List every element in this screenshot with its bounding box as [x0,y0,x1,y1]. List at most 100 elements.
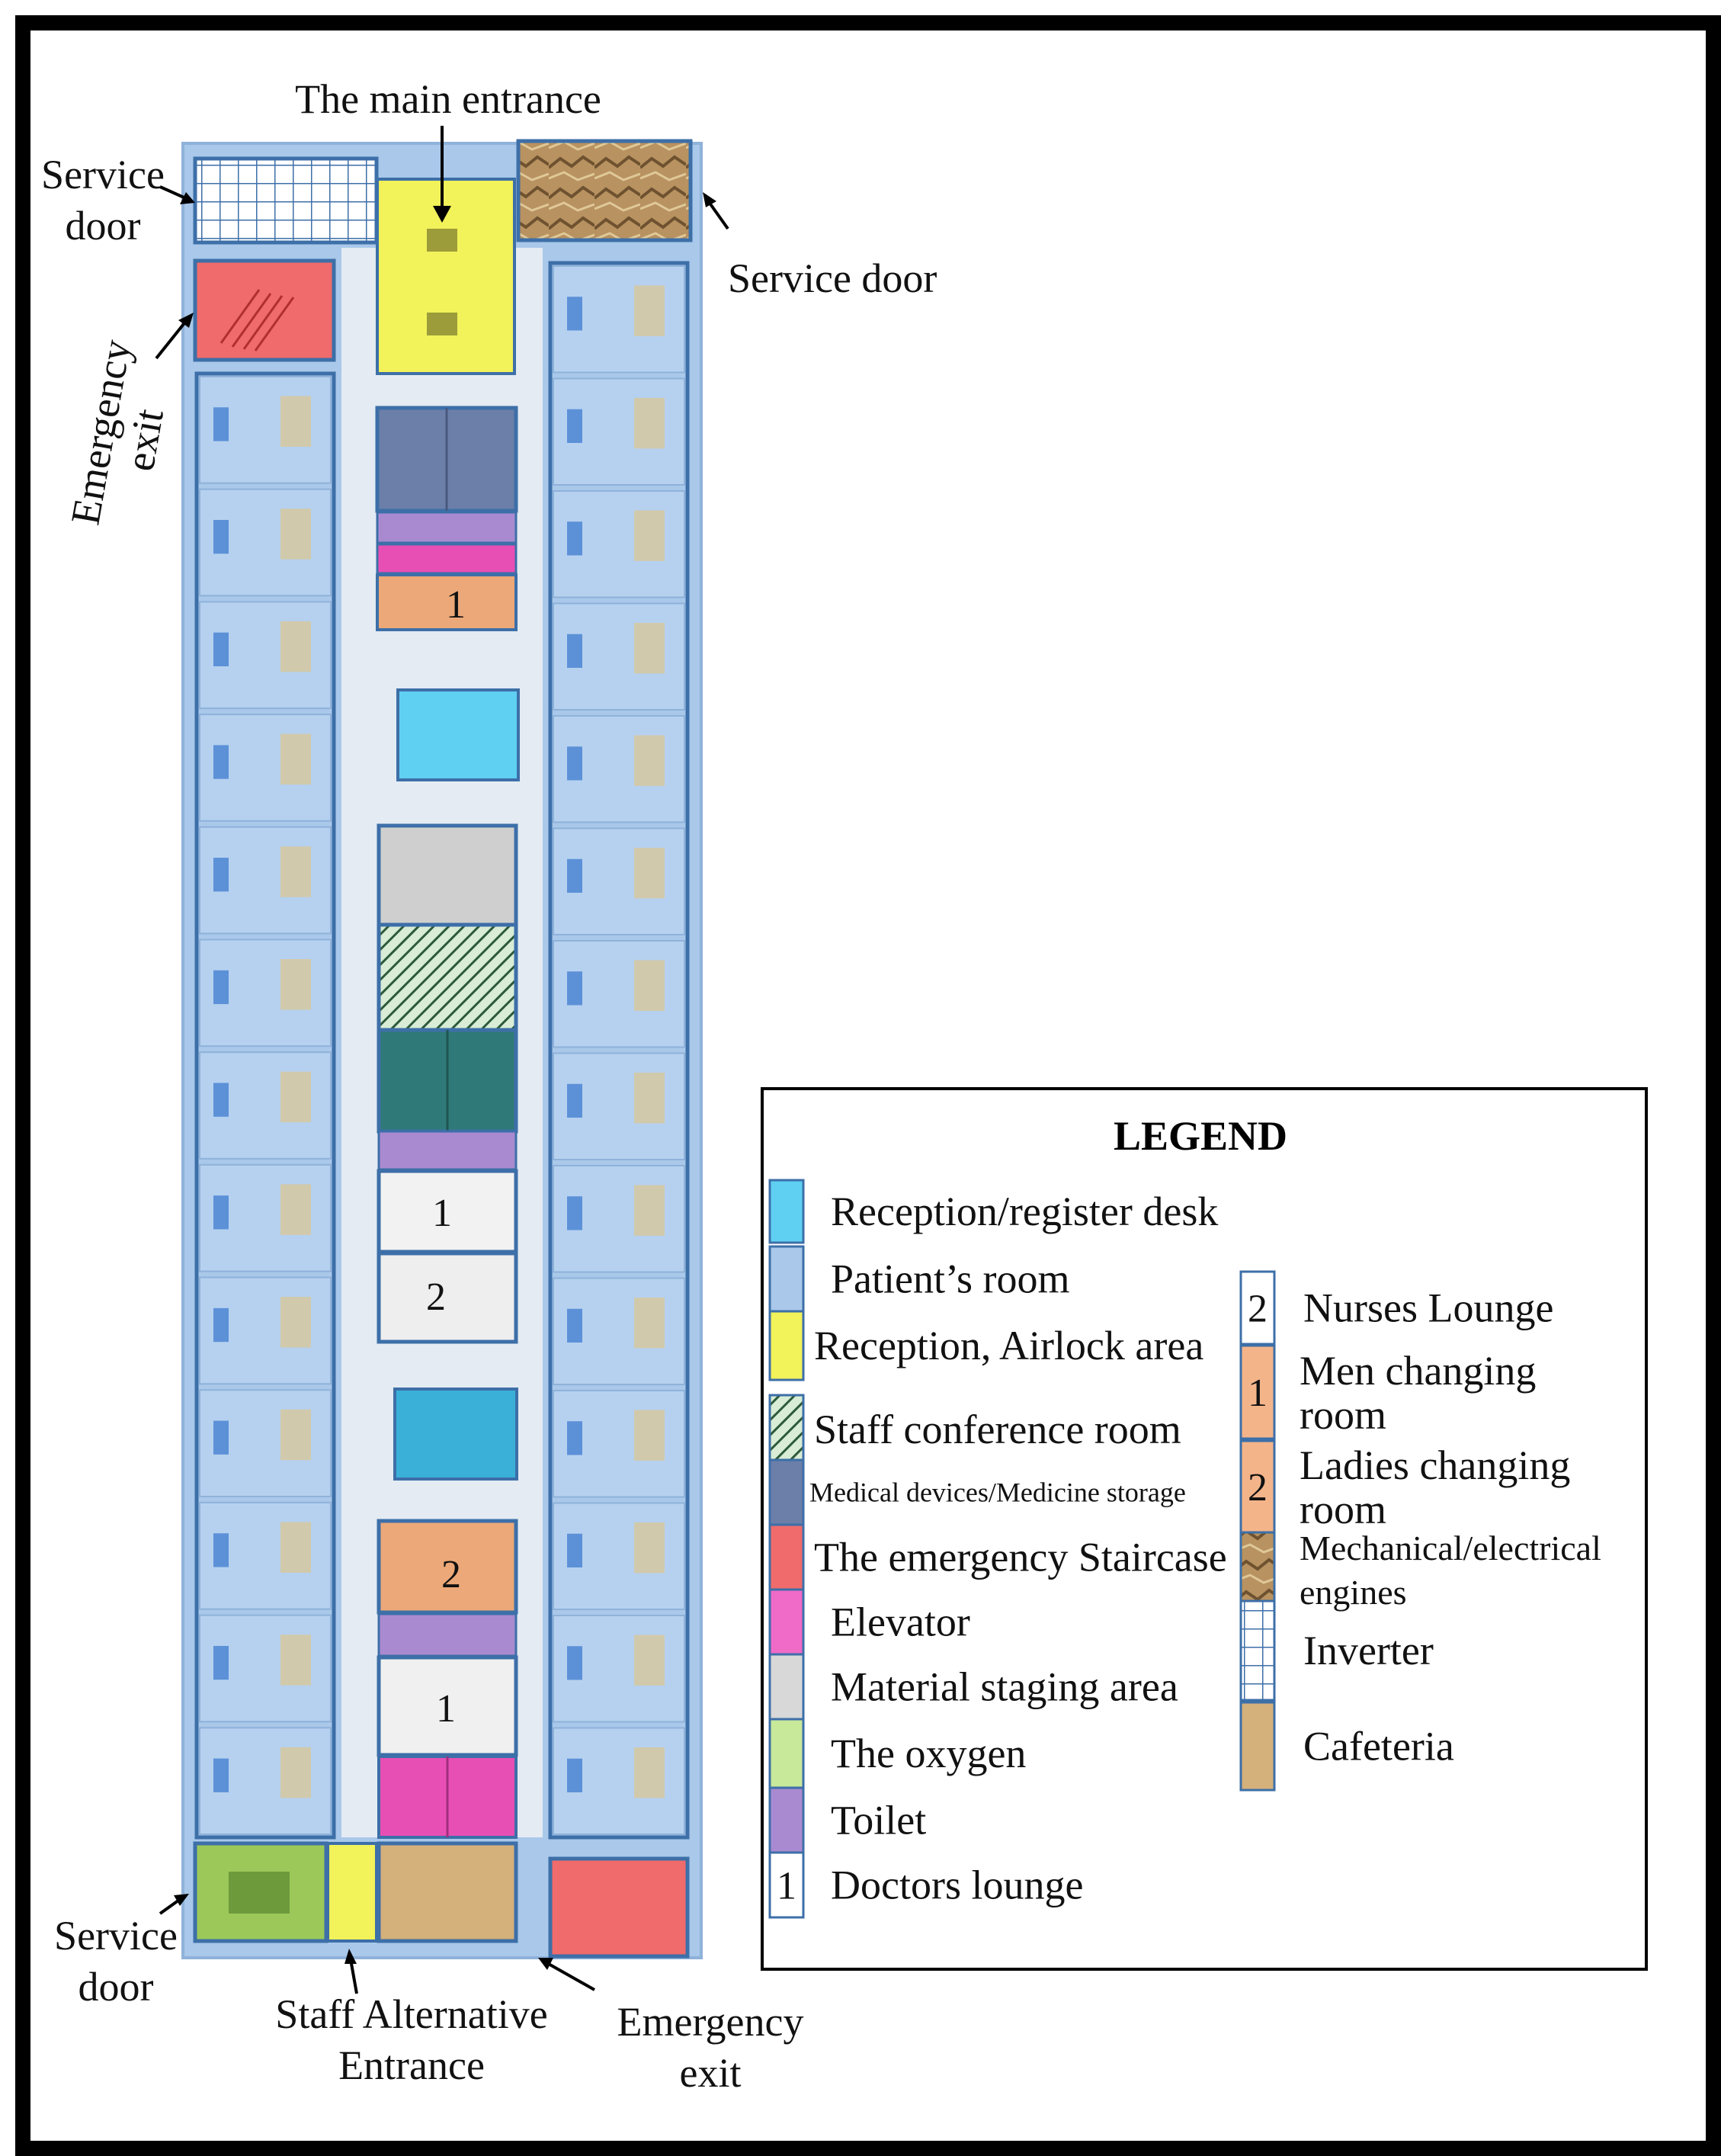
bed-icon [213,1307,229,1343]
furniture-icon [634,848,665,899]
legend-swatch [768,1523,805,1591]
legend-swatch-number: 2 [1248,1288,1268,1331]
service-door-bl-line1: Service [54,1913,178,1959]
furniture-icon [634,623,665,674]
reception-register-desk [396,688,520,781]
legend-swatch [768,1718,805,1789]
furniture-icon [280,1747,311,1798]
bed-icon [213,1420,229,1455]
bed-icon [567,1196,582,1230]
legend-swatch-number: 2 [1248,1466,1268,1510]
legend-label-line2: engines [1300,1573,1407,1612]
legend-label: Nurses Lounge [1303,1285,1553,1331]
furniture-icon [634,1185,665,1236]
bed-icon [567,297,582,331]
main-entrance-label: The main entrance [295,76,601,122]
furniture-icon [634,1073,665,1124]
legend-label: Men changing [1300,1348,1536,1394]
legend-label: Ladies changing [1300,1442,1570,1488]
legend-label: Reception/register desk [831,1189,1218,1234]
bed-icon [567,1758,582,1792]
legend-label: Mechanical/electrical [1300,1529,1601,1567]
bed-icon [567,1308,582,1343]
furniture-icon [280,396,311,447]
reception-register-desk-2 [393,1388,518,1481]
legend-swatch [768,1310,805,1381]
furniture-icon [634,510,665,561]
furniture-icon [634,1747,665,1798]
bed-icon [567,1083,582,1118]
bed-icon [213,858,229,892]
furniture-icon [280,1635,311,1686]
furniture-icon [634,398,665,449]
legend-label: The oxygen [831,1731,1026,1776]
bed-icon [213,745,229,779]
doctors-lounge-mid [377,1169,518,1254]
doctors-lounge-number: 1 [432,1192,452,1235]
bed-icon [213,1083,229,1117]
legend-swatch [768,1458,805,1526]
bed-icon [213,1645,229,1680]
staircase-lines [220,289,295,351]
bed-icon [213,1195,229,1230]
legend-label: Staff conference room [814,1407,1181,1452]
toilet-top [376,511,518,544]
legend-label-line2: room [1300,1487,1386,1532]
legend-label: Doctors lounge [831,1862,1083,1908]
legend-swatch [768,1245,805,1313]
staff-alt-entrance-line1: Staff Alternative [275,1991,547,2037]
furniture-icon [280,959,311,1010]
furniture-icon [280,846,311,897]
legend-swatch [768,1786,805,1854]
toilet-low [377,1612,518,1657]
furniture-icon [634,1635,665,1686]
legend-label: Reception, Airlock area [814,1323,1203,1368]
furniture-icon [280,1071,311,1123]
legend-swatch [1239,1701,1276,1792]
airlock-desk-2 [427,313,457,335]
legend-label-line2: room [1300,1392,1386,1438]
bed-icon [213,970,229,1005]
legend-label: Elevator [831,1599,970,1645]
legend-label: Cafeteria [1303,1724,1454,1769]
legend-swatch-number: 1 [1248,1372,1268,1415]
bed-icon [213,1758,229,1792]
bed-icon [213,632,229,666]
inverter-room [193,156,379,245]
patient-room-dividers-left [199,376,332,1835]
oxygen-tank [229,1872,290,1914]
legend-swatch [768,1394,805,1465]
furniture-icon [280,1409,311,1461]
emergency-staircase-top [193,258,336,362]
legend-swatch-number: 1 [777,1865,796,1908]
furniture-icon [280,1184,311,1235]
legend-swatch [1239,1531,1276,1604]
legend-swatch [768,1653,805,1721]
legend-swatch [768,1179,805,1244]
bed-icon [213,520,229,554]
bed-icon [567,1533,582,1567]
furniture-icon [634,1522,665,1574]
service-door-tl-line1: Service [41,152,165,197]
bed-icon [567,1646,582,1680]
emergency-staircase-bottom [548,1856,690,1959]
men-changing-room [376,573,518,631]
legend-swatch [1239,1599,1276,1702]
legend-label: Patient’s room [831,1256,1069,1302]
service-door-tl-line2: door [66,203,141,249]
legend-label: The emergency Staircase [814,1535,1227,1580]
furniture-icon [280,733,311,785]
bed-icon [567,746,582,781]
legend-swatch [1239,1270,1276,1346]
furniture-icon [280,1522,311,1573]
bed-icon [567,1421,582,1455]
patient-room-dividers-right [553,265,685,1835]
furniture-icon [280,509,311,560]
legend-box [761,1087,1648,1971]
bed-icon [213,407,229,441]
staff-conference-room [377,922,518,1032]
nurses-lounge [377,1251,518,1344]
legend-swatch [768,1588,805,1656]
